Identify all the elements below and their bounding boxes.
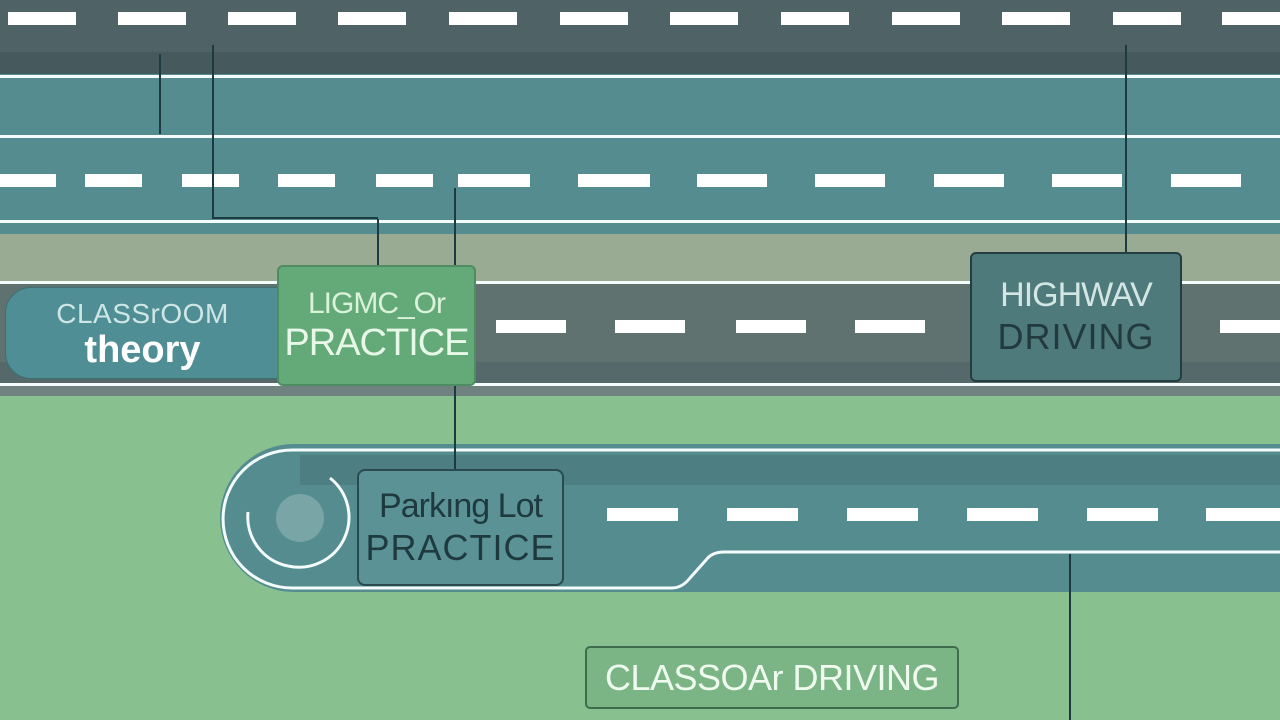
roundabout-center [276,494,324,542]
lighting-sign-line1: LIGMC_Or [307,286,446,320]
connector-line [1069,554,1071,720]
top-road [0,0,1280,52]
parking-sign-line2: PRACTICE [365,526,556,568]
classroom-sign-line1: CLASSrOOM [56,298,229,329]
highway-sign-line2: DRIVING [997,316,1155,357]
connector-line [159,54,161,134]
highway-driving-sign[interactable]: HIGHWAV DRIVING [970,252,1182,382]
highway-sign-line1: HIGHWAV [1000,276,1153,314]
lighting-sign-line2: PRACTICE [284,321,469,364]
parking-loop-road-lower [680,556,1280,592]
connector-line [212,217,378,219]
lighting-practice-sign[interactable]: LIGMC_Or PRACTICE [277,265,476,386]
classroom-theory-sign[interactable]: CLASSrOOM theory [5,287,280,379]
lane-divider-line [0,135,1280,138]
parking-lot-practice-sign[interactable]: Parkıng Lot PRACTICE [357,469,564,586]
top-road-shoulder [0,52,1280,74]
connector-line [1125,45,1127,253]
bottom-sign-label: CLASSOAr DRIVING [604,656,940,698]
connector-line [212,45,214,219]
middle-road-base [0,386,1280,396]
lane-edge-line [0,75,1280,78]
lane-edge-line [0,220,1280,223]
lane-edge-line [0,281,1280,284]
classroom-sign-line2: theory [84,329,201,371]
connector-line [377,219,379,267]
classoar-driving-sign[interactable]: CLASSOAr DRIVING [585,646,959,709]
lane-edge-line [0,383,1280,386]
parking-sign-line1: Parkıng Lot [379,486,543,525]
